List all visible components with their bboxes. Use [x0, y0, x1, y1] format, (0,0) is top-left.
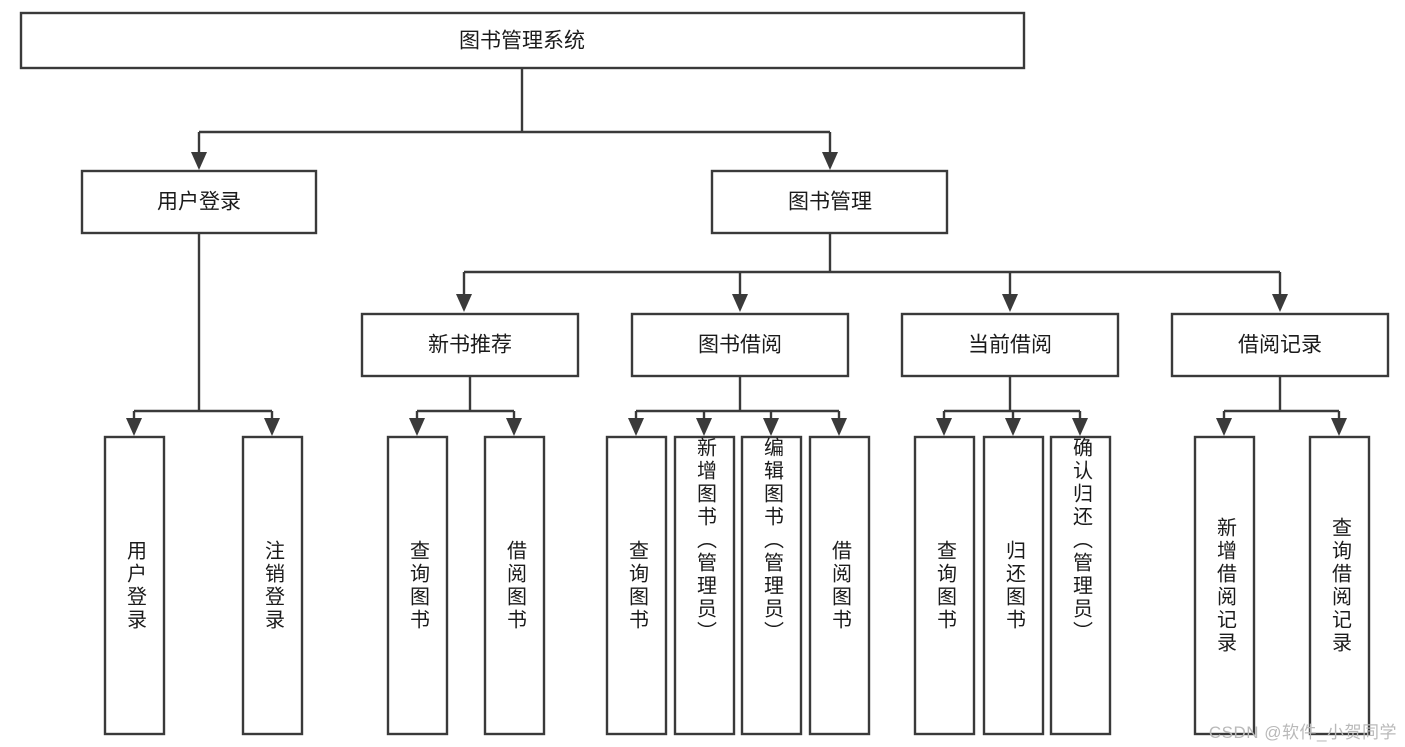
leaf-box-query-book-1[interactable]: [386, 435, 449, 736]
leaf-box-borrow-book-1[interactable]: [483, 435, 546, 736]
leaf-box-add-record[interactable]: [1193, 435, 1256, 736]
node-current-borrow-label: 当前借阅: [968, 334, 1052, 357]
leaf-box-query-book-2[interactable]: [605, 435, 668, 736]
arrowhead-to-leaf-return-book: [1005, 418, 1021, 436]
arrowhead-to-borrow-record: [1272, 294, 1288, 312]
watermark-text: CSDN @软件_小贺同学: [1208, 723, 1397, 742]
arrowhead-to-leaf-borrow-book-2: [831, 418, 847, 436]
arrowhead-to-leaf-query-record: [1331, 418, 1347, 436]
arrowhead-to-user-login: [191, 152, 207, 170]
node-new-book-recommend-box[interactable]: [360, 312, 580, 378]
node-root-box[interactable]: [19, 11, 1026, 70]
leaf-box-user-login[interactable]: [103, 435, 166, 736]
arrowhead-to-leaf-add-record: [1216, 418, 1232, 436]
arrowhead-to-leaf-borrow-book-1: [506, 418, 522, 436]
node-borrow-record-box[interactable]: [1170, 312, 1390, 378]
arrowhead-to-leaf-query-book-3: [936, 418, 952, 436]
arrowhead-to-book-borrow: [732, 294, 748, 312]
node-book-management-label: 图书管理: [788, 191, 872, 214]
arrowhead-to-leaf-user-logout: [264, 418, 280, 436]
node-book-management-box[interactable]: [710, 169, 949, 235]
node-current-borrow-box[interactable]: [900, 312, 1120, 378]
arrowhead-to-leaf-user-login: [126, 418, 142, 436]
leaf-box-query-book-3[interactable]: [913, 435, 976, 736]
arrowhead-to-leaf-query-book-1: [409, 418, 425, 436]
node-new-book-recommend-label: 新书推荐: [428, 334, 512, 357]
arrowhead-to-current-borrow: [1002, 294, 1018, 312]
arrowhead-to-leaf-edit-book: [763, 418, 779, 436]
arrowhead-to-leaf-confirm-return: [1072, 418, 1088, 436]
node-book-borrow-label: 图书借阅: [698, 334, 782, 357]
node-borrow-record-label: 借阅记录: [1238, 334, 1322, 357]
leaf-box-confirm-return[interactable]: [1049, 435, 1112, 736]
arrowhead-to-leaf-query-book-2: [628, 418, 644, 436]
node-root-label: 图书管理系统: [459, 30, 585, 53]
node-user-login-label: 用户登录: [157, 191, 241, 214]
arrowhead-to-new-book-recommend: [456, 294, 472, 312]
leaf-box-return-book[interactable]: [982, 435, 1045, 736]
node-book-borrow-box[interactable]: [630, 312, 850, 378]
leaf-box-add-book[interactable]: [673, 435, 736, 736]
arrowhead-to-book-management: [822, 152, 838, 170]
leaf-box-query-record[interactable]: [1308, 435, 1371, 736]
leaf-box-edit-book[interactable]: [740, 435, 803, 736]
arrowhead-to-leaf-add-book: [696, 418, 712, 436]
leaf-box-user-logout[interactable]: [241, 435, 304, 736]
leaf-box-borrow-book-2[interactable]: [808, 435, 871, 736]
